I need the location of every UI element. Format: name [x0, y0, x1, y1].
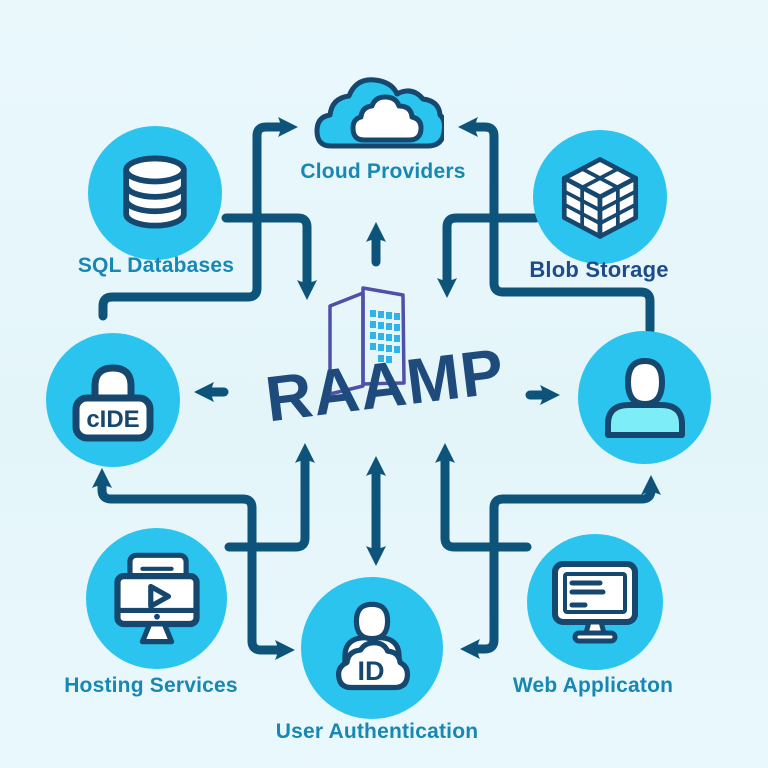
arrow-hosting-to-center [224, 443, 315, 552]
building-icon [328, 286, 406, 396]
arrow-cide-to-cloud [98, 117, 298, 321]
label-blob-storage: Blob Storage [529, 257, 669, 282]
id-badge-text: ID [357, 656, 384, 686]
node-web-application [527, 534, 663, 670]
node-blob-storage [533, 130, 667, 264]
arrow-auth-to-cide-up [92, 468, 257, 577]
building-windows [370, 310, 400, 363]
user-icon [604, 357, 685, 438]
arrow-cide-to-auth-right [247, 567, 295, 660]
node-hosting-services [86, 528, 227, 669]
label-web-application: Web Applicaton [512, 674, 674, 697]
node-user-authentication: ID [301, 577, 443, 719]
database-icon [123, 155, 187, 229]
lock-icon: cIDE [72, 364, 154, 442]
label-user-authentication: User Authentication [275, 720, 479, 743]
arrow-user-to-cloud [458, 117, 655, 335]
node-user [578, 331, 711, 464]
arrow-auth-to-user-up [489, 475, 661, 577]
label-sql-databases: SQL Databases [77, 254, 235, 277]
arrow-blob-to-center [437, 213, 541, 298]
media-monitor-icon [113, 552, 200, 644]
arrow-webapp-to-center [435, 443, 532, 552]
cube-icon [561, 157, 639, 239]
id-user-icon: ID [336, 601, 411, 691]
node-cide: cIDE [46, 333, 180, 467]
lock-text: cIDE [86, 406, 139, 433]
arrow-user-to-auth-left [460, 567, 499, 659]
arrow-sql-to-center [221, 213, 317, 300]
cloud-icon [314, 77, 444, 149]
node-sql-databases [88, 126, 222, 260]
label-cloud-providers: Cloud Providers [300, 160, 466, 183]
label-hosting-services: Hosting Services [64, 674, 238, 697]
monitor-icon [552, 561, 638, 644]
